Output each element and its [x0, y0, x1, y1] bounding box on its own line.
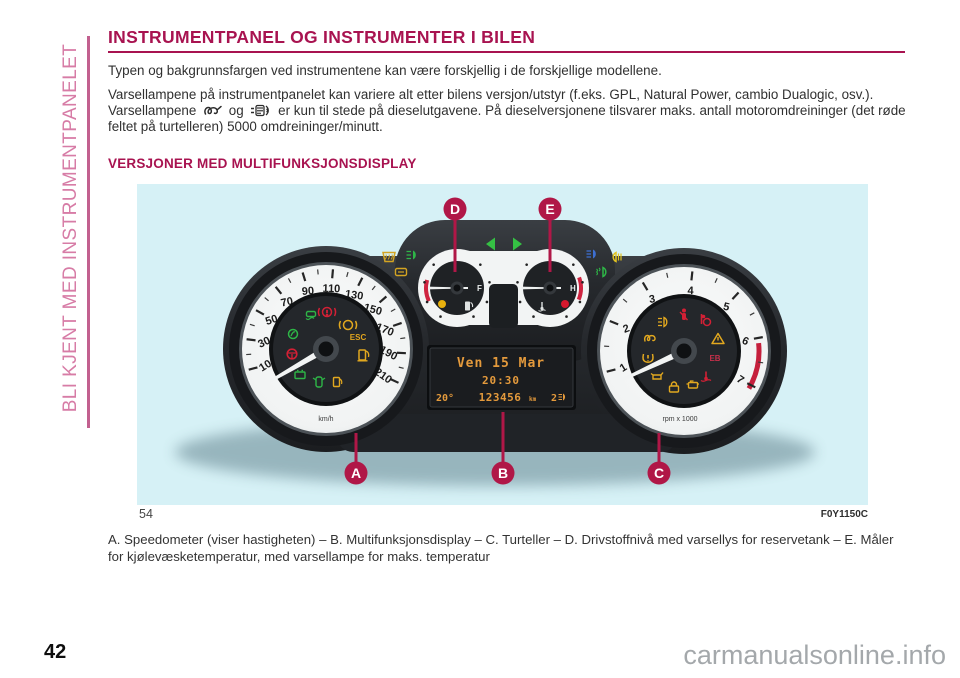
headlight-leveling-icon: [558, 393, 566, 401]
heated-rear-window-icon: [382, 251, 396, 263]
svg-text:B: B: [498, 465, 508, 481]
display-odometer-unit: km: [529, 396, 537, 403]
chapter-title-vertical: BLI KJENT MED INSTRUMENTPANELET: [60, 43, 81, 413]
marker-d: D: [443, 197, 467, 221]
display-outside-temp: 20°: [436, 393, 454, 404]
svg-text:EB: EB: [709, 354, 720, 363]
paragraph-intro: Typen og bakgrunnsfargen ved instrumente…: [108, 63, 662, 78]
tachometer: 1 2 3 4 5 6 7 rpm x 1000: [587, 254, 781, 448]
turn-signal-right-icon: [513, 237, 522, 251]
airbag-warning-icon: [700, 314, 712, 327]
gauge-number: 30: [256, 335, 272, 351]
paragraph-warning-lamps: Varsellampene på instrumentpanelet kan v…: [108, 87, 908, 135]
rear-fog-light-icon: [612, 251, 622, 263]
glow-plug-icon: [204, 105, 222, 115]
page-title: INSTRUMENTPANEL OG INSTRUMENTER I BILEN: [108, 27, 536, 47]
figure-code: F0Y1150C: [820, 509, 868, 520]
door-open-indicator-icon: [312, 376, 326, 388]
svg-text:E: E: [545, 201, 554, 217]
coolant-temp-warning-icon: [700, 371, 712, 382]
skid-indicator-icon: [305, 310, 317, 321]
front-fog-light-icon: [596, 266, 607, 278]
temperature-hot-label: H: [570, 284, 576, 293]
high-beam-indicator-icon: [586, 249, 596, 259]
eco-indicator-icon: [287, 328, 299, 340]
marker-b: B: [491, 461, 515, 485]
svg-text:C: C: [654, 465, 664, 481]
paragraph-warning-lamps-conj: og: [228, 103, 244, 119]
abs-warning-icon: [338, 319, 358, 331]
fuel-pump-indicator-icon: [357, 349, 370, 362]
oil-pressure-warning-icon: [650, 372, 664, 380]
power-steering-warning-icon: [286, 348, 298, 360]
tpms-warning-icon: [642, 353, 654, 363]
paragraph-warning-lamps-part2: er kun til stede på dieselutgavene. På d…: [108, 103, 906, 135]
paragraph-warning-lamps-part1: Varsellampene på instrumentpanelet kan v…: [108, 87, 874, 119]
brake-warning-icon: [317, 306, 337, 318]
fuel-gauge: F: [423, 261, 491, 318]
gauge-number: 6: [740, 335, 750, 348]
display-headlight-level: 2: [551, 393, 557, 404]
fuel-full-label: F: [477, 284, 482, 293]
gauge-number: 1: [618, 361, 630, 374]
lights-on-icon: [406, 250, 416, 260]
fuel-reserve-lamp: [438, 300, 446, 308]
general-warning-icon: [711, 332, 725, 345]
battery-indicator-icon: [294, 369, 306, 380]
callout-markers: D E A B C: [344, 197, 671, 485]
sidebar-rule: [87, 36, 90, 428]
temperature-gauge-ticks: [516, 263, 584, 318]
gauge-number: 7: [734, 373, 746, 386]
section-heading: VERSJONER MED MULTIFUNKSJONSDISPLAY: [108, 156, 417, 171]
gauge-number: 5: [722, 301, 731, 314]
turn-signal-left-icon: [486, 237, 495, 251]
fuel-temp-housing: F H: [418, 237, 589, 328]
marker-c: C: [647, 461, 671, 485]
seatbelt-warning-icon: [679, 308, 689, 321]
svg-text:D: D: [450, 201, 460, 217]
check-engine-warning-icon: [686, 380, 699, 389]
svg-text:ESC: ESC: [350, 333, 367, 342]
gauge-number: 3: [648, 293, 656, 306]
gauge-number: 10: [257, 358, 274, 375]
esc-warning-icon: ESC: [350, 333, 367, 342]
svg-text:A: A: [351, 465, 361, 481]
fuel-pump-glyph-icon: [465, 301, 474, 311]
display-odometer: 123456: [479, 391, 522, 404]
multifunction-display: Ven 15 Mar 20:30 20° 123456 km 2: [427, 345, 576, 410]
ebd-warning-icon: EB: [709, 354, 720, 363]
title-underline: [108, 51, 905, 53]
gauge-number: 2: [621, 322, 631, 335]
tachometer-unit: rpm x 1000: [662, 416, 697, 423]
display-time: 20:30: [482, 374, 520, 387]
dpf-icon: [251, 104, 270, 117]
rear-fog-warning-icon: [658, 316, 668, 328]
speedometer-unit: km/h: [318, 416, 333, 423]
thermometer-glyph-icon: [538, 302, 546, 312]
watermark: carmanualsonline.info: [683, 640, 946, 670]
marker-a: A: [344, 461, 368, 485]
figure-caption: A. Speedometer (viser hastigheten) – B. …: [108, 532, 894, 564]
immobilizer-warning-icon: [668, 381, 680, 393]
low-beam-indicator-icon: [394, 267, 408, 277]
max-temperature-lamp: [561, 300, 569, 308]
figure-number: 54: [139, 507, 153, 521]
glow-plug-warning-icon: [643, 334, 656, 342]
tachometer-scale: 1 2 3 4 5 6 7: [604, 271, 764, 389]
temperature-needle: [521, 286, 546, 290]
display-date: Ven 15 Mar: [457, 356, 545, 371]
gauge-number: 4: [687, 285, 694, 297]
fuel-needle: [428, 286, 453, 290]
low-fuel-indicator-icon: [332, 376, 343, 388]
page-number: 42: [44, 641, 67, 663]
marker-e: E: [538, 197, 562, 221]
temperature-gauge: H: [516, 261, 584, 318]
fuel-gauge-ticks: [423, 263, 491, 318]
